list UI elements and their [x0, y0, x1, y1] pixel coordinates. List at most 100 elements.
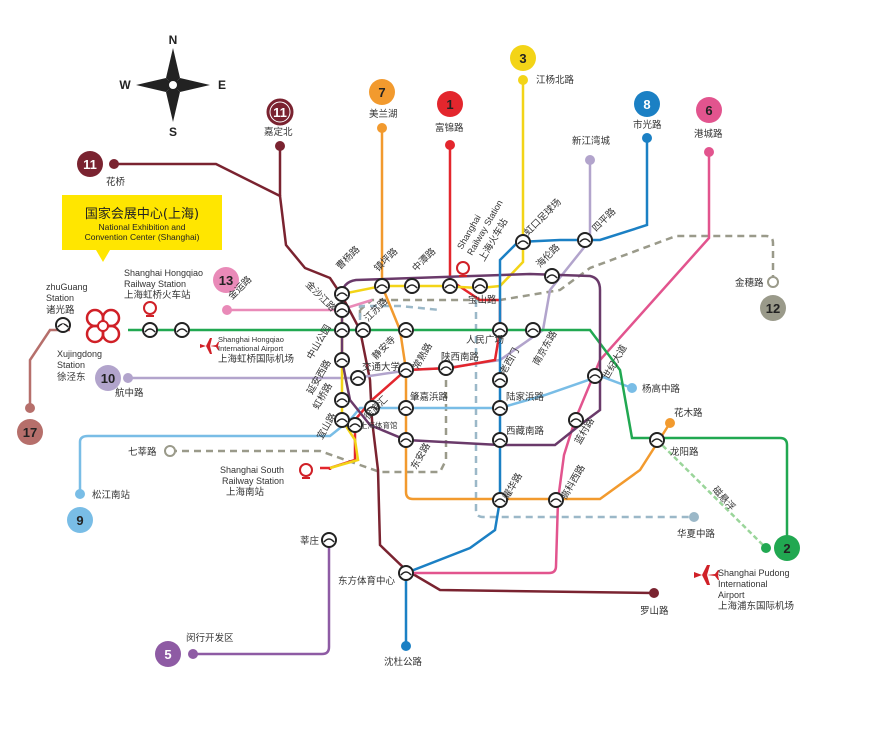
label-changshulu: 常熟路 [410, 340, 435, 371]
interchange-yishanlu [334, 412, 350, 428]
label-zhenpinglu: 镇坪路 [372, 245, 401, 274]
label-zhuguang-zh: 诸光路 [46, 304, 75, 316]
interchange-laoximen [492, 372, 508, 388]
line-badge-13: 13 [213, 267, 239, 293]
label-hailunlu: 海伦路 [534, 241, 563, 270]
label-zhongshangongyuan: 中山公园 [304, 323, 333, 362]
label-zhuguang-en1: zhuGuang [46, 282, 88, 292]
line-badge-1: 1 [437, 91, 463, 117]
compass-east-label: E [218, 78, 226, 92]
svg-text:17: 17 [23, 425, 37, 440]
interchange-shanghai-rail [442, 278, 458, 294]
interchange-changshulu [398, 362, 414, 378]
interchange-jiangsulu [355, 322, 371, 338]
interchange-zhaojiabanglu [398, 400, 414, 416]
label-south-rail-en1: Shanghai South [220, 465, 284, 475]
interchange-jiaotongdaxue [350, 370, 366, 386]
label-minhangkaifaqu: 闵行开发区 [186, 632, 234, 644]
airplane-icon-hongqiao [200, 338, 219, 354]
label-shanghaitiyuguan: 上海体育馆 [360, 420, 398, 430]
label-dongfangtiyuzhongxin: 东方体育中心 [338, 575, 396, 587]
interchange-yananxilu [334, 352, 350, 368]
label-longyanglu: 龙阳路 [670, 446, 699, 458]
interchange-dongfangtiyuzhongxin [398, 565, 414, 581]
label-yishanlu: 宜山路 [314, 410, 339, 441]
label-pudong-air-en3: Airport [718, 590, 745, 600]
interchange-hailunlu [544, 268, 560, 284]
label-qixinlu: 七莘路 [128, 446, 157, 458]
necc-callout-en1: National Exhibition and [98, 222, 186, 232]
terminus-dots [25, 75, 779, 659]
svg-text:3: 3 [519, 51, 526, 66]
label-renminguangchang: 人民广场 [466, 334, 504, 346]
interchange-nanjingdonglu [525, 322, 541, 338]
line-badge-2: 2 [774, 535, 800, 561]
label-jingansi: 静安寺 [370, 333, 399, 362]
label-hongqiao-rail-en2: Railway Station [124, 279, 186, 289]
interchange-lancunlu [568, 412, 584, 428]
line-5-path [193, 540, 331, 656]
label-sipinglu: 四平路 [590, 205, 619, 234]
label-zhongtanlu: 中潭路 [410, 245, 439, 274]
label-meilanhu: 美兰湖 [369, 108, 398, 120]
label-huaqiao: 花桥 [106, 176, 126, 188]
svg-text:9: 9 [76, 513, 83, 528]
label-shiguanglu: 市光路 [633, 119, 662, 131]
label-huamulu: 花木路 [674, 407, 703, 419]
label-xujingdong-en1: Xujingdong [57, 349, 102, 359]
interchange-hongqiaolu [334, 392, 350, 408]
interchange-zhongshangongyuan [334, 322, 350, 338]
svg-text:8: 8 [643, 97, 650, 112]
label-xizangnanlu: 西藏南路 [506, 425, 545, 437]
line-badge-11-north: 11 [266, 98, 294, 126]
label-zhuguang-en2: Station [46, 293, 74, 303]
label-maglev: 磁悬浮 [710, 484, 738, 513]
train-icon-south [299, 463, 313, 479]
necc-callout-en2: Convention Center (Shanghai) [84, 232, 200, 242]
label-jiaotongdaxue: 交通大学 [362, 361, 400, 373]
label-songjiangnanzhan: 松江南站 [92, 489, 131, 501]
necc-callout-pointer [96, 250, 110, 262]
label-jiadingbei: 嘉定北 [264, 126, 293, 138]
label-xujingdong-zh: 徐泾东 [57, 371, 86, 383]
necc-logo-icon [85, 308, 121, 344]
svg-text:13: 13 [219, 273, 233, 288]
line-2-path [128, 328, 789, 548]
line-badge-5: 5 [155, 641, 181, 667]
necc-callout-zh: 国家会展中心(上海) [84, 207, 200, 222]
interchange-xizangnanlu [492, 432, 508, 448]
interchange-shanghaitiyuguan [347, 417, 363, 433]
line-badge-6: 6 [696, 97, 722, 123]
interchange-renminguangchang [492, 322, 508, 338]
line-badge-8: 8 [634, 91, 660, 117]
interchange-longyanglu [649, 432, 665, 448]
label-pudong-air-en2: International [718, 579, 768, 589]
interchange-xujingdong [62, 324, 64, 326]
interchange-xujiahui [364, 400, 380, 416]
interchange-hongqiao-rail [142, 322, 158, 338]
label-hongqiao-air-en1: Shanghai Hongqiao [218, 335, 284, 344]
train-icon-shanghai [456, 261, 470, 277]
label-lujiabanglu: 陆家浜路 [506, 391, 545, 403]
line-badge-9: 9 [67, 507, 93, 533]
svg-text:12: 12 [766, 301, 780, 316]
interchange-dongananlu [398, 432, 414, 448]
line-badge-12: 12 [760, 295, 786, 321]
label-hongqiao-air-en2: International Airport [218, 344, 284, 353]
svg-text:5: 5 [164, 647, 171, 662]
interchange-xinzhuang [321, 532, 337, 548]
compass-south-label: S [169, 125, 177, 139]
label-yanggaozhonglu: 杨高中路 [642, 383, 681, 395]
interchange-hongqiao-air [174, 322, 190, 338]
svg-text:11: 11 [273, 105, 287, 120]
interchange-shanxinanlu [438, 360, 454, 376]
label-xinzhuang: 莘庄 [300, 535, 320, 547]
label-jiangyangbeilu: 江杨北路 [536, 74, 575, 86]
line-badge-17: 17 [17, 419, 43, 445]
line-lightblue-dashed-top [358, 304, 441, 320]
svg-text:7: 7 [378, 85, 385, 100]
line-6-path [406, 152, 711, 575]
interchange-zhongtanlu [404, 278, 420, 294]
